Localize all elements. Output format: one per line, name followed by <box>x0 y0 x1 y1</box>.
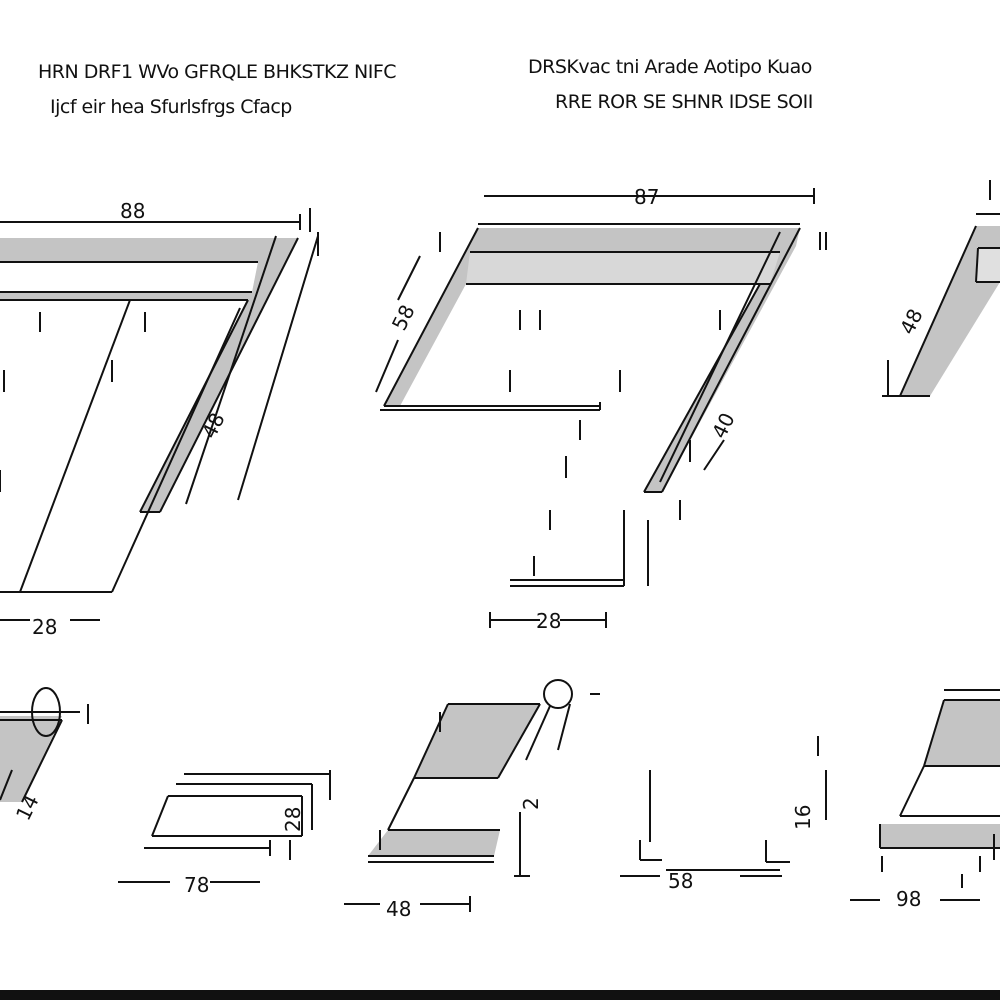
dim-bottom-mid-width: 48 <box>386 897 411 921</box>
dim-top-mid-side: 58 <box>387 301 420 334</box>
dim-top-mid-width: 87 <box>634 185 659 209</box>
figure-top-left <box>0 208 319 621</box>
left-title: HRN DRF1 WVo GFRQLE BHKSTKZ NIFC <box>38 61 397 83</box>
figure-bottom-small <box>118 770 331 883</box>
figure-bottom-left <box>0 687 89 803</box>
dim-bottom-small-side: 28 <box>281 807 305 832</box>
dim-top-mid-bottom: 28 <box>536 609 561 633</box>
figure-bottom-mid <box>344 679 600 912</box>
left-subtitle: Ijcf eir hea Sfurlsfrgs Cfacp <box>50 96 292 118</box>
figure-top-right <box>882 180 1000 397</box>
dim-bottom-open-width: 58 <box>668 869 693 893</box>
figure-bottom-open <box>620 736 827 877</box>
dim-bottom-right-width: 98 <box>896 887 921 911</box>
dim-bottom-mid-side: 2 <box>519 797 543 810</box>
dim-top-mid-slope: 40 <box>707 409 740 442</box>
dim-top-left-width: 88 <box>120 199 145 223</box>
figure-bottom-right <box>850 689 1000 901</box>
right-subtitle: RRE ROR SE SHNR IDSE SOII <box>555 91 813 113</box>
dim-top-right-slope: 48 <box>895 305 928 338</box>
bottom-border-bar <box>0 990 1000 1000</box>
dim-bottom-open-side: 16 <box>791 805 815 830</box>
dim-bottom-small-width: 78 <box>184 873 209 897</box>
figure-top-mid <box>375 188 827 628</box>
right-title: DRSKvac tni Arade Aotipo Kuao <box>528 56 812 78</box>
dim-top-left-bottom: 28 <box>32 615 57 639</box>
